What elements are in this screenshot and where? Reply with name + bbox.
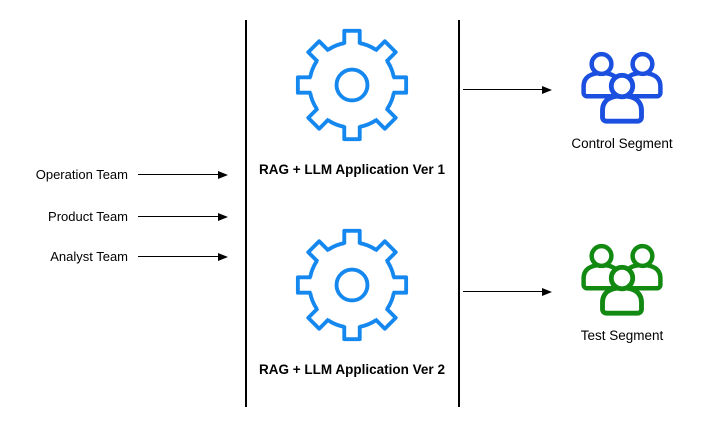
arrow-operation-to-app xyxy=(138,171,228,179)
arrow-analyst-to-app xyxy=(138,253,228,261)
segment-label-test: Test Segment xyxy=(580,328,664,343)
team-label-analyst: Analyst Team xyxy=(50,249,128,264)
arrow-app1-to-control xyxy=(463,86,552,94)
team-label-operation: Operation Team xyxy=(35,167,128,182)
people-group-icon xyxy=(581,243,663,319)
people-group-icon xyxy=(581,51,663,127)
arrow-product-to-app xyxy=(138,213,228,221)
divider-line-left xyxy=(245,20,247,407)
divider-line-right xyxy=(458,20,460,407)
app-label-ver2: RAG + LLM Application Ver 2 xyxy=(259,362,445,377)
gear-icon xyxy=(295,228,409,342)
team-label-product: Product Team xyxy=(48,209,128,224)
segment-label-control: Control Segment xyxy=(571,136,673,151)
gear-icon xyxy=(295,28,409,142)
app-label-ver1: RAG + LLM Application Ver 1 xyxy=(259,162,445,177)
arrow-app2-to-test xyxy=(463,288,552,296)
